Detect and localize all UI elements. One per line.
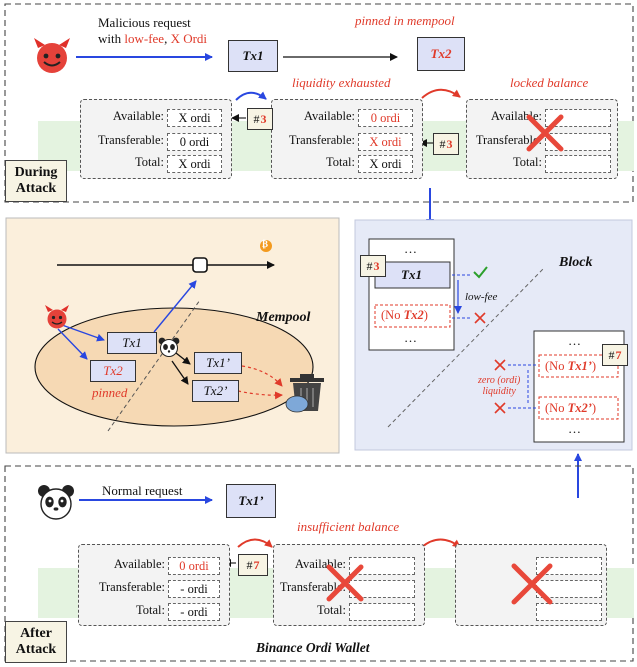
left-dots-top: … [404, 241, 417, 256]
total-value [349, 603, 415, 621]
wallet-locked: Available: Transferable: Total: [466, 99, 618, 179]
total-label: Total: [136, 603, 165, 617]
total-value: X ordi [358, 155, 413, 173]
available-value [536, 557, 602, 575]
available-value [349, 557, 415, 575]
transferable-label: Transferable: [475, 133, 542, 147]
tx2-box: Tx2 [417, 37, 465, 71]
trash-can-icon [285, 374, 324, 413]
insufficient-caption: insufficient balance [297, 519, 400, 534]
step-badge: #7 [602, 344, 628, 366]
total-label: Total: [513, 155, 542, 169]
wallet-after: Available:0 ordi Transferable:- ordi Tot… [78, 544, 230, 626]
total-value: - ordi [168, 603, 220, 621]
devil-avatar [32, 38, 72, 74]
zero-liquidity-label: zero (ordi)liquidity [478, 375, 521, 397]
block-no-tx2: (No Tx2) [381, 308, 428, 322]
available-value: 0 ordi [168, 557, 220, 575]
wallet-before: Available:X ordi Transferable:0 ordi Tot… [80, 99, 232, 179]
available-value [545, 109, 611, 127]
locked-cross-icon [526, 114, 564, 152]
curved-blue-arrow [235, 91, 267, 101]
bitcoin-icon [260, 240, 272, 252]
after-tx1-prime: Tx1’ [226, 484, 276, 518]
mempool-tx2: Tx2 [90, 360, 136, 382]
malicious-request-line2: with low-fee, X Ordi [98, 31, 208, 46]
insufficient-cross-icon [326, 564, 364, 602]
available-label: Available: [112, 109, 164, 123]
transferable-value: 0 ordi [167, 133, 222, 151]
step-badge: #3 [433, 133, 459, 155]
devil-small-avatar [44, 305, 70, 329]
step-badge: #3 [360, 255, 386, 277]
liquidity-caption: liquidity exhausted [292, 75, 391, 90]
mempool-ellipse [34, 307, 314, 427]
total-value [536, 603, 602, 621]
step-badge: #7 [238, 554, 268, 576]
block-marker [192, 257, 208, 273]
total-value: X ordi [167, 155, 222, 173]
empty-cross-icon [511, 563, 553, 605]
mempool-tx1: Tx1 [107, 332, 157, 354]
curved-red-arrow [421, 88, 461, 99]
available-label: Available: [113, 557, 165, 571]
transferable-label: Transferable: [97, 133, 164, 147]
low-fee-label: low-fee [465, 291, 498, 303]
block-no-tx1-prime: (No Tx1’) [545, 359, 597, 373]
bitcoin-symbol: ₿ [262, 239, 269, 249]
mempool-tx1-prime: Tx1’ [194, 352, 242, 374]
available-value: 0 ordi [358, 109, 413, 127]
total-value [545, 155, 611, 173]
total-label: Total: [317, 603, 346, 617]
block-tx1: Tx1 [401, 267, 422, 282]
left-dots-bottom: … [404, 330, 417, 345]
panda-small-avatar [158, 337, 180, 357]
available-value: X ordi [167, 109, 222, 127]
wallet-pinned: Available:0 ordi Transferable:X ordi Tot… [271, 99, 423, 179]
normal-request-label: Normal request [102, 483, 183, 498]
block-no-tx2-prime: (No Tx2’) [545, 401, 597, 415]
transferable-value: - ordi [168, 580, 220, 598]
right-dots-top: … [568, 333, 581, 348]
total-label: Total: [135, 155, 164, 169]
mempool-title: Mempool [256, 310, 311, 325]
during-frame [4, 3, 634, 203]
mempool-tx2-prime: Tx2’ [192, 380, 239, 402]
step-badge: #3 [247, 108, 273, 130]
transferable-label: Transferable: [288, 133, 355, 147]
malicious-request-line1: Malicious request [98, 15, 191, 30]
wallet-insufficient: Available: Transferable: Total: [273, 544, 425, 626]
block-title: Block [559, 255, 593, 270]
wallet-footer: Binance Ordi Wallet [256, 640, 370, 655]
available-label: Available: [294, 557, 346, 571]
transferable-label: Transferable: [98, 580, 165, 594]
transferable-label: Transferable: [279, 580, 346, 594]
right-dots-bottom: … [568, 421, 581, 436]
transferable-value: X ordi [358, 133, 413, 151]
pinned-label: pinned [92, 385, 128, 400]
available-label: Available: [303, 109, 355, 123]
panda-avatar [36, 484, 76, 520]
pinned-caption: pinned in mempool [355, 13, 455, 28]
locked-caption: locked balance [510, 75, 589, 90]
tx1-box: Tx1 [228, 40, 278, 72]
total-label: Total: [326, 155, 355, 169]
after-frame [4, 465, 634, 662]
